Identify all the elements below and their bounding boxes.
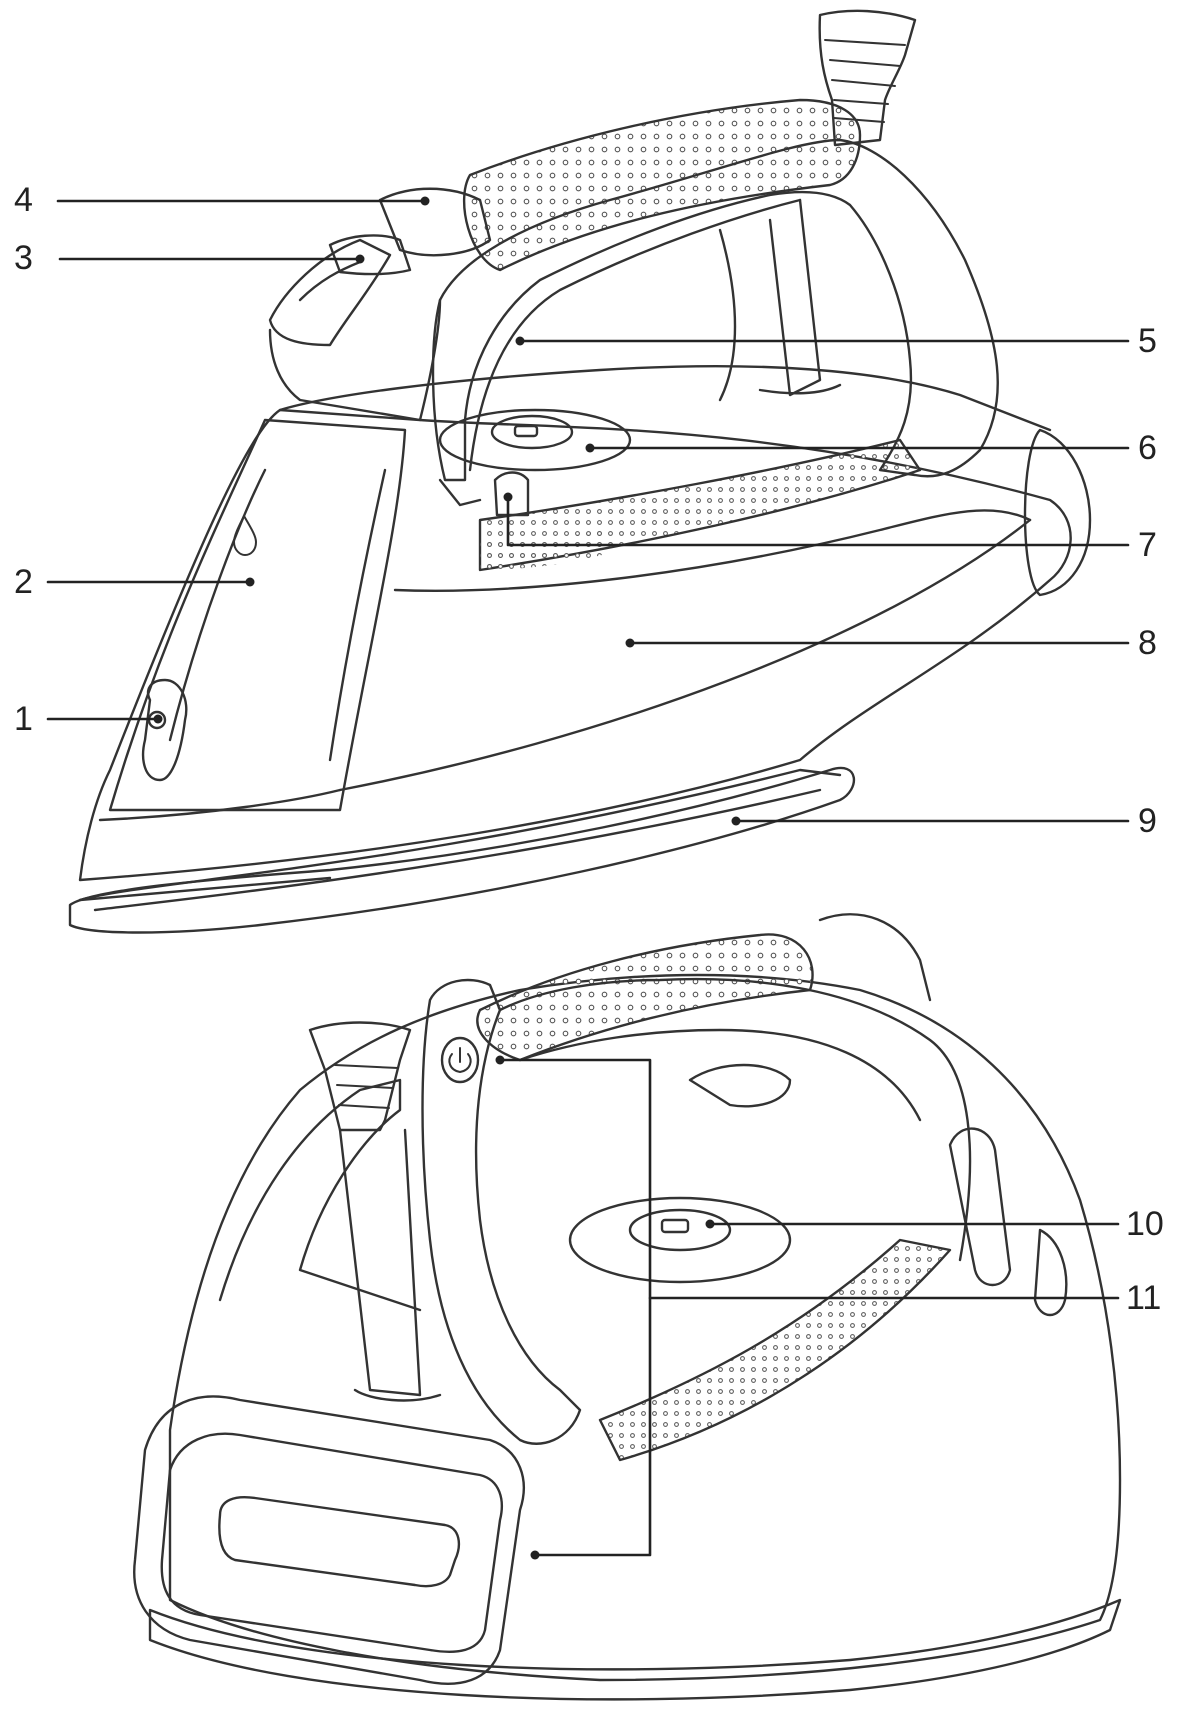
bottom-handle-grip — [476, 933, 814, 1062]
power-button — [440, 1036, 480, 1084]
indicator-light — [493, 471, 530, 517]
water-drop-icon — [233, 515, 257, 556]
callout-label-1: 1 — [14, 700, 33, 738]
callout-label-7: 7 — [1138, 526, 1157, 564]
callout-label-9: 9 — [1138, 802, 1157, 840]
dot-7 — [503, 492, 513, 502]
dot-10 — [705, 1219, 715, 1229]
callout-label-8: 8 — [1138, 624, 1157, 662]
bottom-grip-strip — [598, 1238, 952, 1462]
bottom-body — [168, 973, 1122, 1682]
dot-9 — [731, 816, 741, 826]
water-tank — [108, 418, 407, 812]
leader-lines — [46, 199, 1130, 1557]
spray-button — [328, 234, 412, 276]
callout-label-10: 10 — [1126, 1205, 1164, 1243]
burst-button — [378, 187, 492, 257]
bottom-temperature-dial — [568, 1196, 792, 1284]
dot-11b — [530, 1550, 540, 1560]
dot-4 — [420, 196, 430, 206]
bottom-handle — [421, 978, 582, 1445]
callout-label-2: 2 — [14, 563, 33, 601]
dot-8 — [625, 638, 635, 648]
callout-label-3: 3 — [14, 239, 33, 277]
dot-6 — [585, 443, 595, 453]
steam-selector-housing — [268, 238, 392, 347]
iron-body-lower — [78, 408, 1072, 882]
bottom-funnel — [308, 1021, 412, 1132]
power-icon — [448, 1047, 472, 1073]
iron-heel — [1023, 428, 1092, 597]
dot-11a — [495, 1055, 505, 1065]
top-funnel — [818, 9, 917, 147]
heel-slot — [218, 1496, 461, 1588]
callout-label-4: 4 — [14, 181, 33, 219]
temperature-dial — [438, 408, 632, 472]
handle — [431, 138, 999, 482]
iron-bottom-view — [133, 913, 1122, 1701]
leader-11 — [498, 1058, 652, 1557]
iron-top-view — [68, 9, 1092, 934]
dot-3 — [355, 254, 365, 264]
soleplate-rim — [78, 768, 842, 902]
callout-label-5: 5 — [1138, 322, 1157, 360]
dot-2 — [245, 577, 255, 587]
leader-7 — [506, 495, 1130, 547]
callout-label-6: 6 — [1138, 429, 1157, 467]
leader-dots — [153, 196, 741, 1560]
dot-5 — [515, 336, 525, 346]
callout-label-11: 11 — [1126, 1279, 1162, 1317]
dot-1 — [153, 714, 163, 724]
bottom-soleplate — [148, 1598, 1122, 1701]
heel-rest — [133, 1395, 525, 1685]
soleplate — [68, 766, 855, 934]
front-button — [141, 678, 188, 782]
